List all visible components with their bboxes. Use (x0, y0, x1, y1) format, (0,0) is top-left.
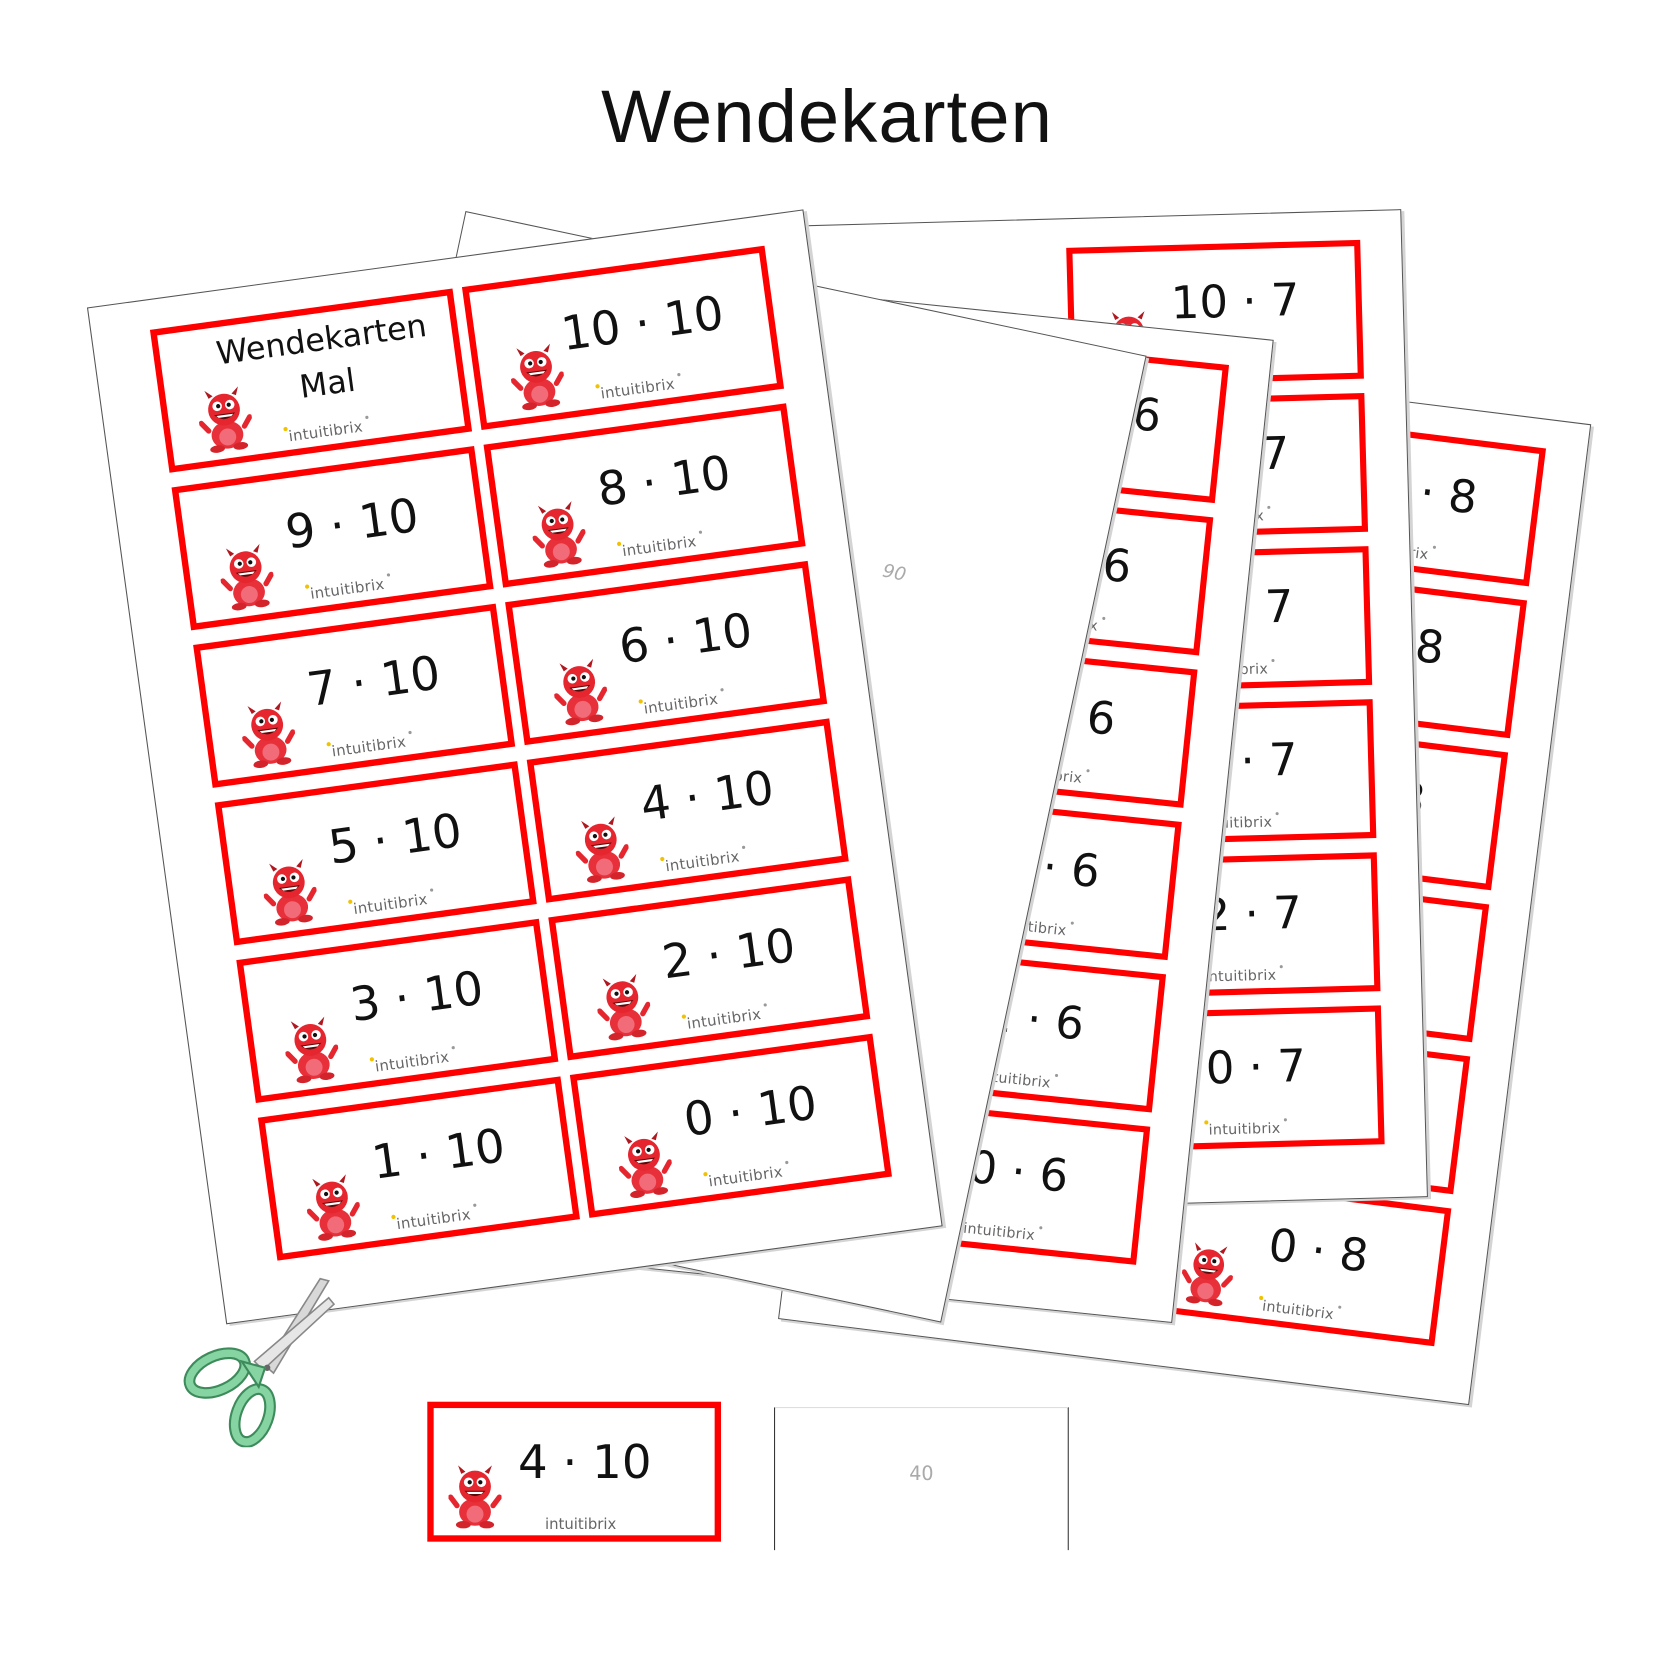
flash-card: 5 · 10 intuitibrix (214, 761, 537, 946)
card-task: 1 · 10 (368, 1118, 509, 1191)
card-task: 9 · 10 (282, 488, 422, 561)
brand-logo: intuitibrix (395, 1206, 472, 1234)
brand-logo: intuitibrix (642, 691, 720, 718)
flash-card: 8 · 10 intuitibrix (483, 403, 806, 588)
brand-logo: intuitibrix (1261, 1298, 1335, 1324)
flash-card: 6 · 10 intuitibrix (505, 560, 828, 746)
card-task: 0 · 10 (680, 1075, 821, 1148)
flash-card: 9 · 10 intuitibrix (171, 446, 494, 631)
card-task: 6 · 10 (615, 603, 756, 675)
cut-out-card-front: 4 · 10 intuitibrix (427, 1401, 722, 1542)
brand-logo: intuitibrix (664, 848, 741, 876)
brand-logo: intuitibrix (1208, 1120, 1281, 1139)
flash-card: 2 · 10 intuitibrix (548, 876, 871, 1061)
brand-logo: intuitibrix (330, 733, 408, 761)
flash-card: 4 · 10 intuitibrix (526, 718, 849, 903)
brand-logo: intuitibrix (544, 1516, 617, 1534)
card-task: 4 · 10 (637, 760, 778, 833)
cut-out-card-back: 40 (774, 1407, 1069, 1551)
brand-logo: intuitibrix (685, 1006, 763, 1034)
brand-logo: intuitibrix (962, 1220, 1036, 1245)
card-task: 5 · 10 (325, 803, 466, 876)
brand-logo: intuitibrix (309, 576, 386, 604)
brand-logo: intuitibrix (352, 891, 429, 919)
brand-logo: intuitibrix (599, 375, 677, 403)
page-title: Wendekarten (601, 75, 1053, 158)
card-task: 3 · 10 (347, 961, 487, 1033)
brand-logo: intuitibrix (707, 1163, 784, 1191)
card-task: 7 · 10 (303, 645, 444, 718)
card-task: 10 · 10 (557, 286, 728, 362)
brand-logo: intuitibrix (621, 533, 698, 561)
brand-logo: intuitibrix (287, 418, 365, 446)
card-task: 4 · 10 (517, 1435, 652, 1490)
card-task: 2 · 10 (659, 918, 799, 991)
flash-card: 0 · 10 intuitibrix (569, 1033, 892, 1218)
flash-card: 10 · 10 intuitibrix (461, 245, 785, 431)
brand-logo: intuitibrix (373, 1048, 451, 1076)
flash-card: 7 · 10 intuitibrix (193, 603, 516, 788)
answer-text: 90 (880, 560, 908, 586)
flash-card: 1 · 10 intuitibrix (257, 1076, 580, 1261)
brand-logo: intuitibrix (1204, 967, 1277, 986)
flash-card: 3 · 10 intuitibrix (236, 918, 559, 1104)
card-task: 8 · 10 (594, 445, 734, 518)
scissors-icon (183, 1277, 336, 1448)
card-answer: 40 (909, 1463, 934, 1486)
